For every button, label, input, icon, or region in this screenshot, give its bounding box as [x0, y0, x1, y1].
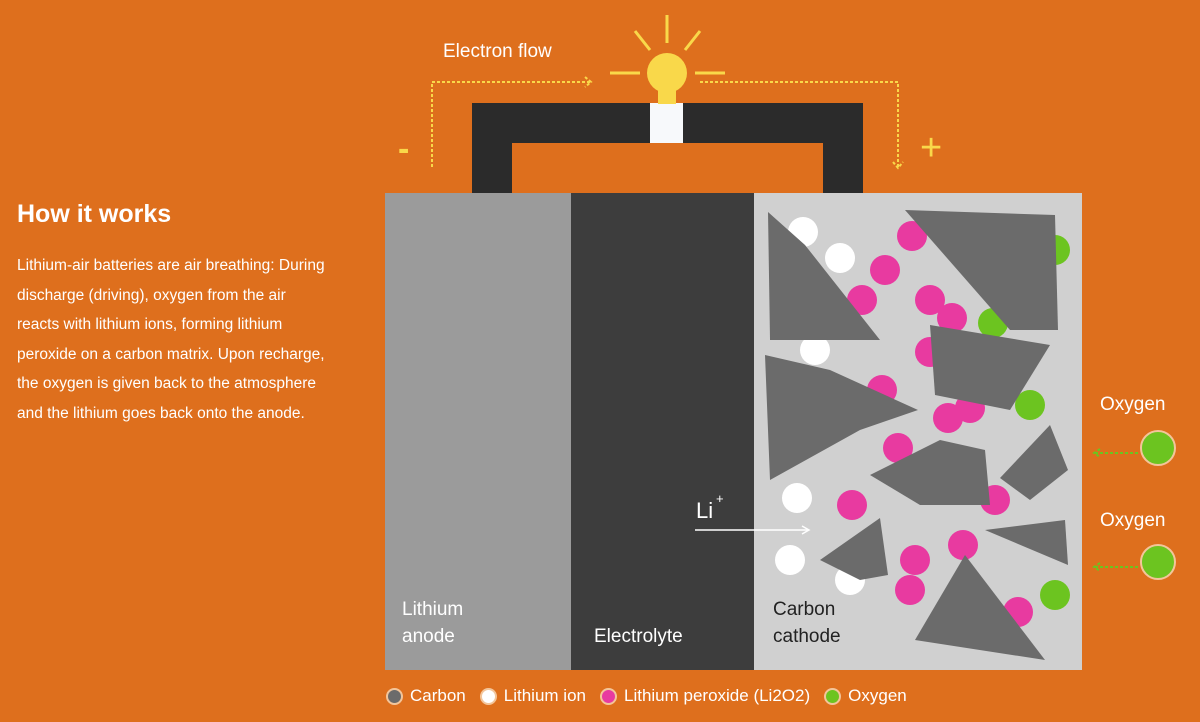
legend-label: Lithium ion	[503, 686, 586, 705]
lithium-ion-particle	[775, 545, 805, 575]
legend: Carbon Lithium ion Lithium peroxide (Li2…	[386, 686, 907, 706]
lithium-ion-dot-icon	[479, 687, 497, 705]
lithium-ion-charge: +	[716, 491, 724, 506]
anode-label-1: Lithium	[402, 599, 463, 620]
negative-terminal-label: -	[398, 130, 409, 168]
oxygen-molecule-icon	[1140, 430, 1176, 466]
anode-label-2: anode	[402, 626, 455, 647]
oxygen-molecule-icon	[1140, 544, 1176, 580]
light-rays-icon	[610, 15, 725, 75]
carbon-particle	[768, 212, 880, 340]
lithium-anode	[385, 193, 571, 670]
legend-label: Carbon	[410, 686, 466, 705]
legend-label: Oxygen	[848, 686, 907, 705]
legend-item-carbon: Carbon	[386, 686, 466, 706]
legend-item-lithium-peroxide: Lithium peroxide (Li2O2)	[599, 686, 811, 706]
legend-label: Lithium peroxide (Li2O2)	[623, 686, 811, 705]
electrolyte-label: Electrolyte	[594, 626, 683, 647]
lithium-ion-particle	[782, 483, 812, 513]
cathode-label-1: Carbon	[773, 599, 835, 620]
circuit-wire	[472, 103, 863, 193]
lithium-peroxide-particle	[915, 285, 945, 315]
section-title: How it works	[17, 200, 172, 228]
oxygen-inflow-arrows	[1092, 448, 1138, 572]
electrolyte	[571, 193, 754, 670]
lithium-peroxide-particle	[883, 433, 913, 463]
carbon-particle	[1000, 425, 1068, 500]
lithium-peroxide-particle	[937, 303, 967, 333]
lithium-ion-particle	[800, 335, 830, 365]
cathode-particles	[765, 210, 1070, 660]
oxygen-label-1: Oxygen	[1100, 394, 1165, 415]
lithium-peroxide-particle	[847, 285, 877, 315]
lithium-peroxide-particle	[870, 255, 900, 285]
legend-item-oxygen: Oxygen	[824, 686, 907, 706]
lithium-peroxide-particle	[933, 403, 963, 433]
oxygen-dot-icon	[824, 687, 842, 705]
carbon-particle	[870, 440, 990, 505]
oxygen-label-2: Oxygen	[1100, 510, 1165, 531]
lithium-peroxide-dot-icon	[599, 687, 617, 705]
lithium-ion-label: Li	[696, 498, 713, 523]
lithium-peroxide-particle	[900, 545, 930, 575]
lithium-peroxide-particle	[895, 575, 925, 605]
legend-item-lithium-ion: Lithium ion	[479, 686, 586, 706]
carbon-particle	[905, 210, 1058, 330]
oxygen-particle	[1040, 580, 1070, 610]
cathode-label-2: cathode	[773, 626, 841, 647]
explanation-panel: How it works Lithium-air batteries are a…	[17, 200, 327, 428]
carbon-particle	[985, 520, 1068, 565]
explanation-text: Lithium-air batteries are air breathing:…	[17, 257, 325, 422]
electron-flow-label: Electron flow	[443, 41, 552, 62]
carbon-particle	[820, 518, 888, 580]
lithium-peroxide-particle	[837, 490, 867, 520]
positive-terminal-label: +	[920, 127, 942, 169]
electron-flow-arrows	[431, 76, 904, 170]
lithium-peroxide-particle	[948, 530, 978, 560]
bulb-base	[650, 103, 683, 143]
lithium-ion-particle	[825, 243, 855, 273]
bulb-icon	[647, 53, 687, 93]
carbon-particle	[765, 355, 918, 480]
carbon-dot-icon	[386, 687, 403, 705]
lithium-peroxide-particle	[897, 221, 927, 251]
carbon-particle	[930, 325, 1050, 410]
oxygen-particle	[1015, 390, 1045, 420]
carbon-particle	[915, 555, 1045, 660]
